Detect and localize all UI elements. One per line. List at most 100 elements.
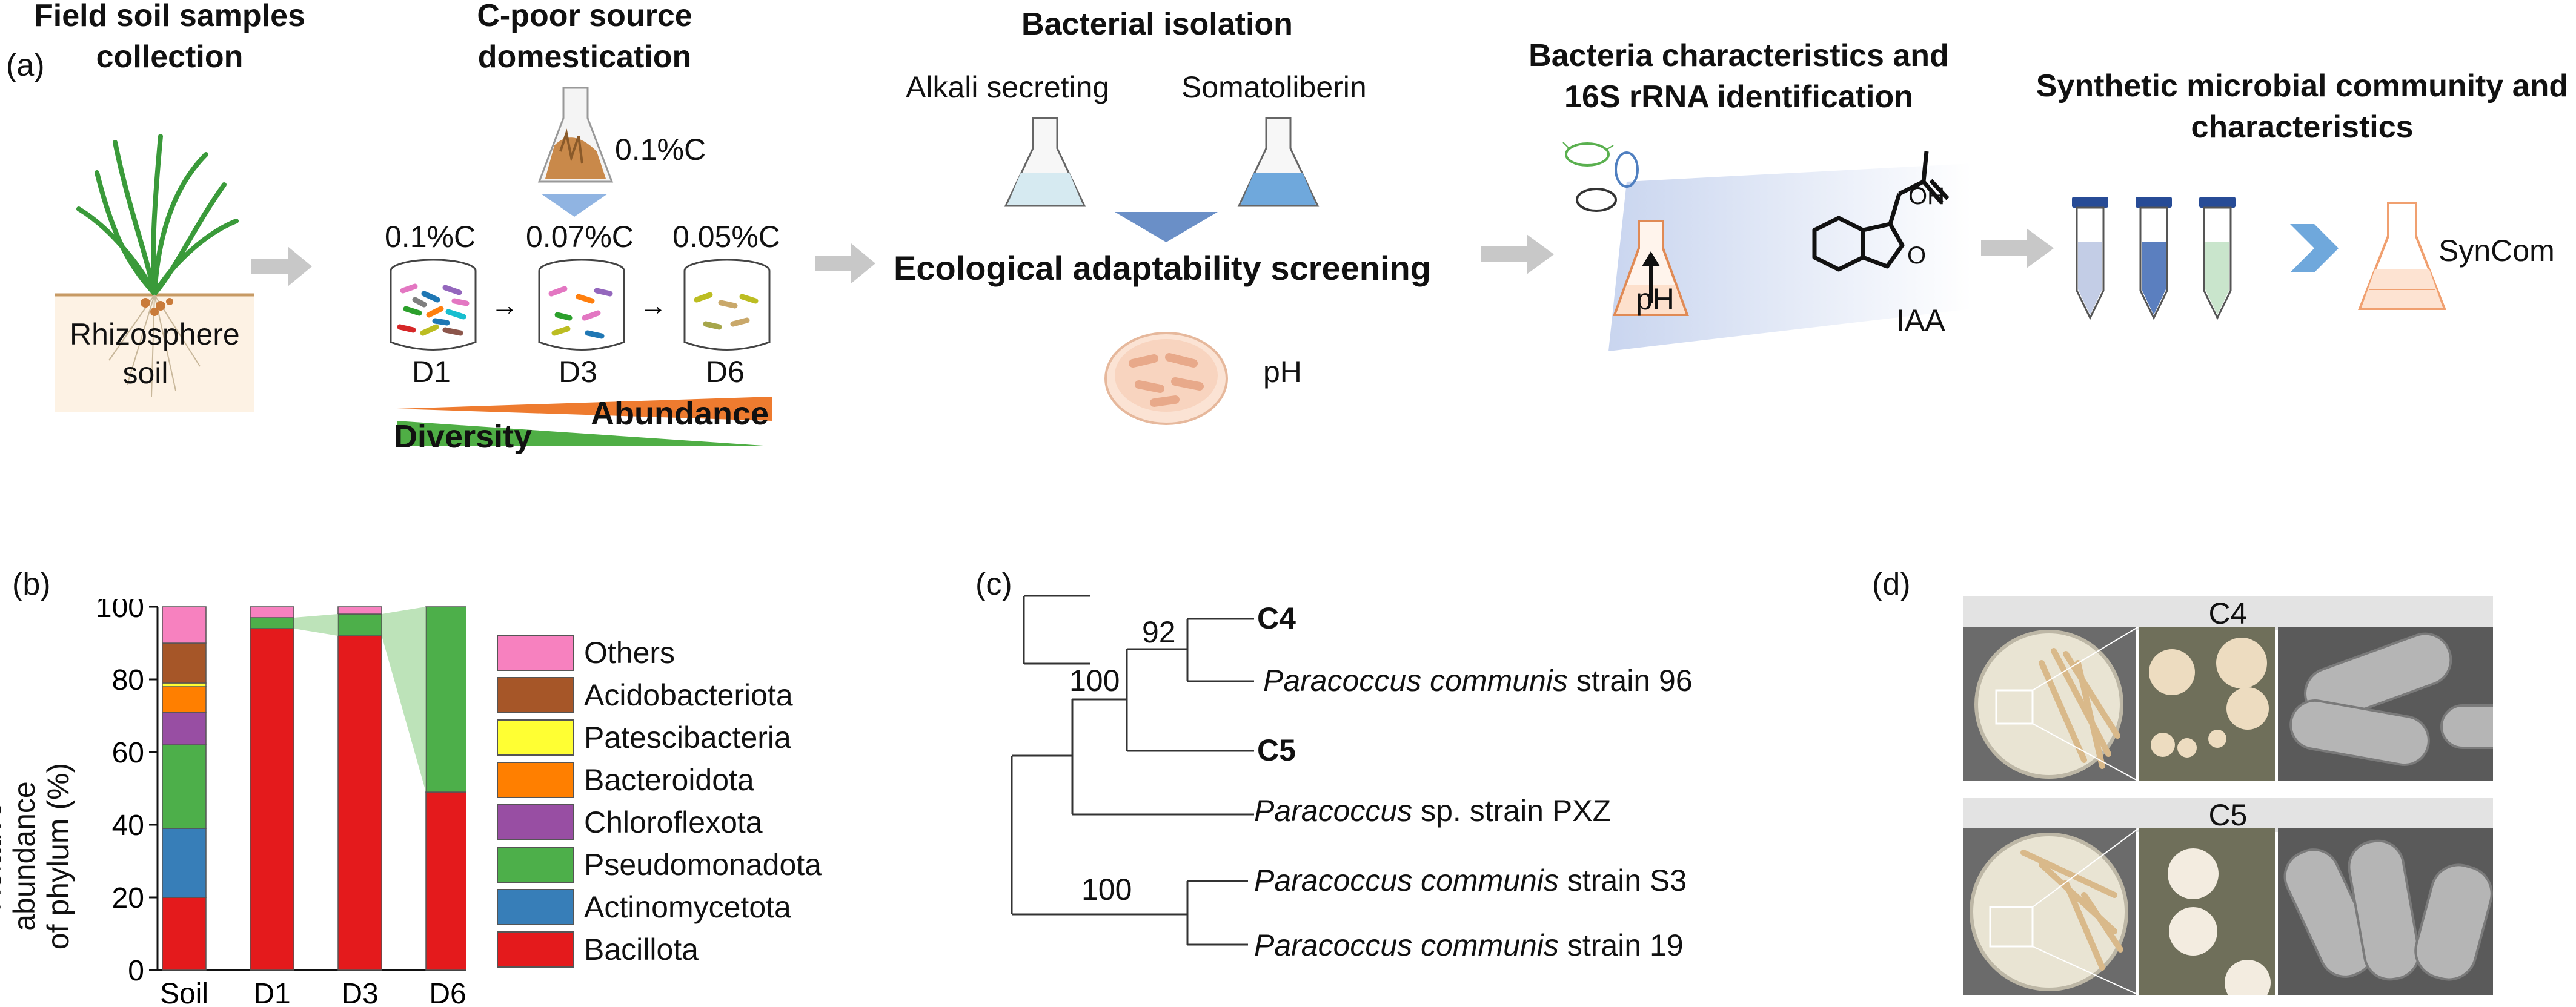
bar-d6-bacillota	[425, 791, 466, 971]
jar-d6	[683, 259, 771, 351]
jar1-conc: 0.1%C	[385, 220, 476, 254]
y-tick-label: 80	[112, 664, 144, 696]
legend-swatch	[497, 931, 574, 968]
legend-label: Pseudomonadota	[584, 848, 822, 882]
bar-soil-actinomycetota	[162, 828, 207, 898]
bootstrap-100-upper: 100	[1069, 664, 1120, 698]
legend-item: Others	[497, 635, 675, 671]
jar3-conc: 0.05%C	[672, 220, 780, 254]
x-tick-label: D1	[253, 978, 290, 1007]
y-tick-label: 40	[112, 810, 144, 842]
ph-label: pH	[1636, 282, 1675, 316]
taxon-p-communis-s3-italic: Paracoccus communis	[1254, 863, 1559, 897]
bar-soil-patescibacteria	[162, 682, 207, 687]
legend-item: Bacillota	[497, 931, 699, 968]
svg-text:→: →	[491, 289, 519, 321]
step4-title: Bacteria characteristics and 16S rRNA id…	[1529, 38, 1949, 114]
legend-item: Chloroflexota	[497, 804, 763, 840]
legend-swatch	[497, 719, 574, 756]
flow-arrow-3	[1481, 234, 1554, 274]
isolation-down-arrow	[1115, 212, 1218, 242]
bar-d6-pseudomonadota	[425, 606, 466, 793]
o-label: O	[1907, 242, 1927, 269]
legend-label: Acidobacteriota	[584, 678, 793, 712]
somatoliberin-label: Somatoliberin	[1181, 70, 1367, 104]
source-down-arrow	[541, 194, 608, 217]
source-conc-label: 0.1%C	[615, 133, 706, 167]
bar-soil-bacillota	[162, 897, 207, 971]
bar-soil-pseudomonadota	[162, 744, 207, 829]
jar-d3	[538, 259, 625, 351]
c5-images	[1963, 828, 2493, 995]
c5-title: C5	[1963, 798, 2493, 832]
syncom-flask-icon	[2358, 202, 2446, 310]
legend-swatch	[497, 889, 574, 925]
legend-item: Patescibacteria	[497, 719, 791, 756]
bootstrap-92: 92	[1142, 615, 1176, 649]
jar3-day: D6	[706, 355, 745, 389]
abundance-label: Abundance	[591, 395, 769, 432]
y-tick-label: 0	[128, 955, 144, 987]
jar2-day: D3	[559, 355, 597, 389]
taxon-paracoccus-pxz: Paracoccus sp. strain PXZ	[1254, 793, 1611, 828]
alkali-secreting-label: Alkali secreting	[906, 70, 1110, 104]
legend-label: Bacteroidota	[584, 763, 754, 797]
y-axis-label-line2: of phylum (%)	[41, 762, 75, 950]
legend-label: Bacillota	[584, 933, 699, 966]
y-tick-label: 20	[112, 882, 144, 914]
legend-swatch	[497, 635, 574, 671]
bar-d1-others	[250, 606, 294, 618]
y-axis-label: Relative abundance of phylum (%)	[0, 741, 75, 971]
flow-arrow-4	[1981, 228, 2054, 268]
panel-label-c: (c)	[975, 567, 1012, 602]
taxon-paracoccus-pxz-rest: sp. strain PXZ	[1412, 794, 1612, 828]
jar2-conc: 0.07%C	[526, 220, 634, 254]
bar-d3-others	[337, 606, 382, 615]
petri-ph-label: pH	[1263, 355, 1302, 389]
culture-jars: → →	[390, 259, 771, 351]
c4-title: C4	[1963, 596, 2493, 630]
taxon-p-communis-96-italic: Paracoccus communis	[1263, 664, 1568, 698]
phylogenetic-tree	[1023, 595, 1090, 665]
y-tick-label: 60	[112, 737, 144, 769]
taxon-p-communis-19-rest: strain 19	[1558, 928, 1684, 962]
characteristics-illustration	[1562, 142, 1972, 351]
step3-title: Bacterial isolation	[1021, 7, 1293, 42]
iaa-label: IAA	[1896, 303, 1945, 337]
y-tick-label: 100	[96, 599, 144, 624]
jar-d1	[390, 259, 477, 351]
legend-swatch	[497, 847, 574, 883]
legend-swatch	[497, 762, 574, 798]
taxon-p-communis-96-rest: strain 96	[1567, 664, 1693, 698]
legend-label: Patescibacteria	[584, 721, 791, 754]
source-flask-icon	[537, 87, 614, 183]
panel-label-a: (a)	[6, 48, 45, 83]
screening-label: Ecological adaptability screening	[894, 249, 1431, 287]
taxon-p-communis-19: Paracoccus communis strain 19	[1254, 928, 1684, 963]
taxon-c5: C5	[1257, 733, 1296, 767]
svg-text:→: →	[639, 289, 667, 321]
tubes-icon	[2072, 197, 2236, 320]
taxon-p-communis-19-italic: Paracoccus communis	[1254, 928, 1559, 962]
legend-label: Actinomycetota	[584, 890, 791, 924]
legend-swatch	[497, 804, 574, 840]
taxon-p-communis-s3: Paracoccus communis strain S3	[1254, 863, 1687, 898]
oh-label: OH	[1908, 183, 1945, 210]
somatoliberin-flask-icon	[1237, 117, 1320, 207]
x-tick-label: D3	[341, 978, 378, 1007]
jar1-day: D1	[412, 355, 451, 389]
taxon-paracoccus-pxz-italic: Paracoccus	[1254, 794, 1413, 828]
step2-title: C-poor source domestication	[477, 0, 692, 74]
syncom-label: SynCom	[2438, 234, 2555, 268]
diversity-label: Diversity	[394, 418, 533, 455]
y-axis-label-line1: Relative abundance	[0, 781, 41, 931]
step1-title: Field soil samples collection	[34, 0, 305, 74]
bootstrap-100-lower: 100	[1081, 873, 1132, 906]
bar-soil-acidobacteriota	[162, 642, 207, 684]
petri-dish-icon	[1104, 332, 1228, 425]
step5-title: Synthetic microbial community and charac…	[2036, 68, 2569, 145]
connector-shade	[294, 614, 338, 636]
panel-label-d: (d)	[1872, 567, 1911, 602]
bar-soil-bacteroidota	[162, 686, 207, 713]
